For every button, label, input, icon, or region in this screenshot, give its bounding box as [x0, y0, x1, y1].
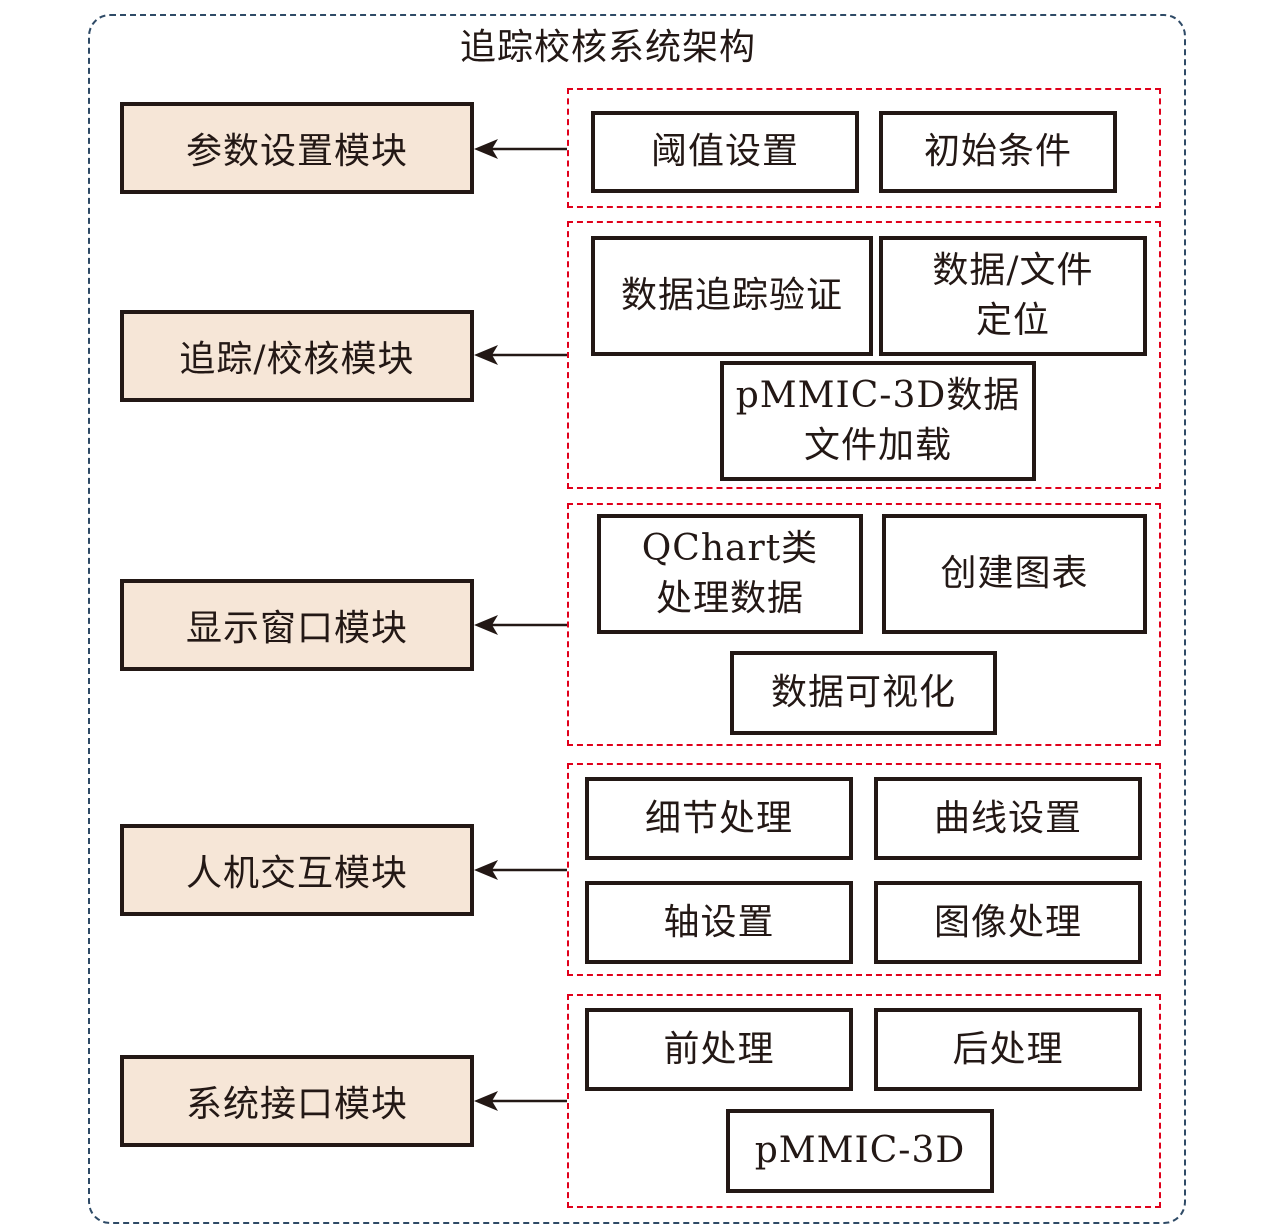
- component-label: 数据追踪验证: [620, 275, 843, 316]
- component-label: pMMIC-3D数据 文件加载: [735, 375, 1021, 466]
- arrow-human-computer-interaction: [474, 859, 567, 881]
- module-label: 参数设置模块: [185, 131, 408, 172]
- component-create-chart: 创建图表: [882, 514, 1147, 634]
- arrow-system-interface: [474, 1090, 567, 1112]
- component-pmmic3d: pMMIC-3D: [726, 1109, 994, 1193]
- module-tracking-verification: 追踪/校核模块: [120, 310, 474, 402]
- component-data-tracking-validation: 数据追踪验证: [591, 236, 873, 356]
- arrow-display-window: [474, 614, 567, 636]
- module-system-interface: 系统接口模块: [120, 1055, 474, 1147]
- group-tracking-verification: 数据追踪验证 数据/文件 定位 pMMIC-3D数据 文件加载: [567, 221, 1161, 489]
- component-pmmic3d-file-loading: pMMIC-3D数据 文件加载: [720, 361, 1036, 481]
- component-label: 细节处理: [644, 797, 793, 839]
- arrow-tracking-verification: [474, 344, 567, 366]
- diagram-title-text: 追踪校核系统架构: [459, 27, 756, 68]
- group-human-computer-interaction: 细节处理 曲线设置 轴设置 图像处理: [567, 763, 1161, 976]
- module-label: 显示窗口模块: [185, 608, 408, 649]
- module-label: 人机交互模块: [185, 853, 408, 894]
- arrow-parameter-settings: [474, 138, 567, 160]
- module-human-computer-interaction: 人机交互模块: [120, 824, 474, 916]
- component-threshold-settings: 阈值设置: [591, 111, 859, 193]
- component-label: 数据/文件 定位: [932, 250, 1094, 341]
- component-curve-settings: 曲线设置: [874, 777, 1142, 860]
- module-label: 追踪/校核模块: [179, 339, 415, 380]
- component-qchart-processing: QChart类 处理数据: [597, 514, 863, 634]
- module-display-window: 显示窗口模块: [120, 579, 474, 671]
- component-label: pMMIC-3D: [754, 1130, 966, 1171]
- component-post-processing: 后处理: [874, 1008, 1142, 1091]
- component-axis-settings: 轴设置: [585, 881, 853, 964]
- component-data-visualization: 数据可视化: [730, 651, 997, 735]
- group-display-window: QChart类 处理数据 创建图表 数据可视化: [567, 503, 1161, 746]
- component-label: 后处理: [952, 1028, 1064, 1070]
- component-label: 初始条件: [923, 131, 1072, 172]
- component-label: 曲线设置: [933, 797, 1082, 839]
- component-label: 图像处理: [933, 901, 1082, 943]
- module-label: 系统接口模块: [185, 1084, 408, 1125]
- component-label: 阈值设置: [650, 131, 799, 172]
- group-parameter-settings: 阈值设置 初始条件: [567, 88, 1161, 208]
- component-data-file-location: 数据/文件 定位: [879, 236, 1147, 356]
- component-label: 创建图表: [940, 553, 1089, 594]
- diagram-title: 追踪校核系统架构: [0, 26, 1276, 70]
- component-image-processing: 图像处理: [874, 881, 1142, 964]
- module-parameter-settings: 参数设置模块: [120, 102, 474, 194]
- component-label: QChart类 处理数据: [641, 528, 819, 619]
- component-label: 轴设置: [663, 901, 775, 943]
- component-pre-processing: 前处理: [585, 1008, 853, 1091]
- component-detail-processing: 细节处理: [585, 777, 853, 860]
- component-label: 数据可视化: [770, 672, 956, 713]
- component-initial-conditions: 初始条件: [879, 111, 1117, 193]
- group-system-interface: 前处理 后处理 pMMIC-3D: [567, 994, 1161, 1208]
- system-architecture-frame: [88, 14, 1186, 1224]
- component-label: 前处理: [663, 1028, 775, 1070]
